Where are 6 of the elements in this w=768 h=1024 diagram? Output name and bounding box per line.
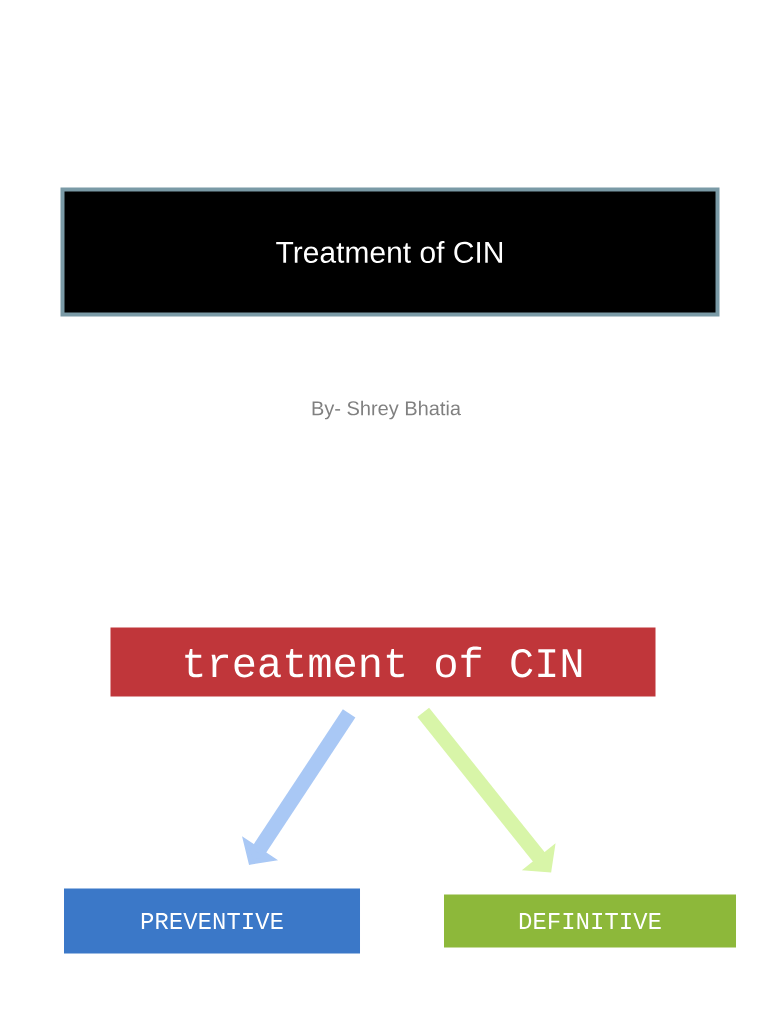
title-box: Treatment of CIN — [60, 187, 720, 317]
topic-box: treatment of CIN — [110, 627, 656, 697]
category-box: PREVENTIVE — [64, 888, 360, 954]
byline-text: By- Shrey Bhatia — [312, 400, 461, 420]
category-box: DEFINITIVE — [444, 894, 736, 948]
block-arrow — [417, 707, 556, 873]
